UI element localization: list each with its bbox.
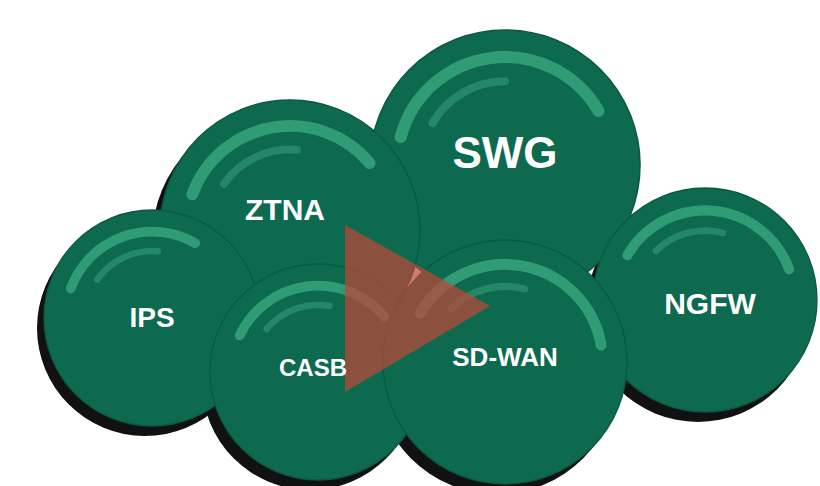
circle-label: IPS	[129, 304, 174, 332]
circle-label: SD-WAN	[452, 344, 557, 370]
circle-label: SWG	[452, 131, 557, 175]
cloud-circle: SD-WAN	[383, 240, 627, 484]
circle-label: ZTNA	[245, 195, 325, 225]
circle-label: CASB	[279, 356, 347, 380]
circle-label: NGFW	[664, 289, 756, 319]
